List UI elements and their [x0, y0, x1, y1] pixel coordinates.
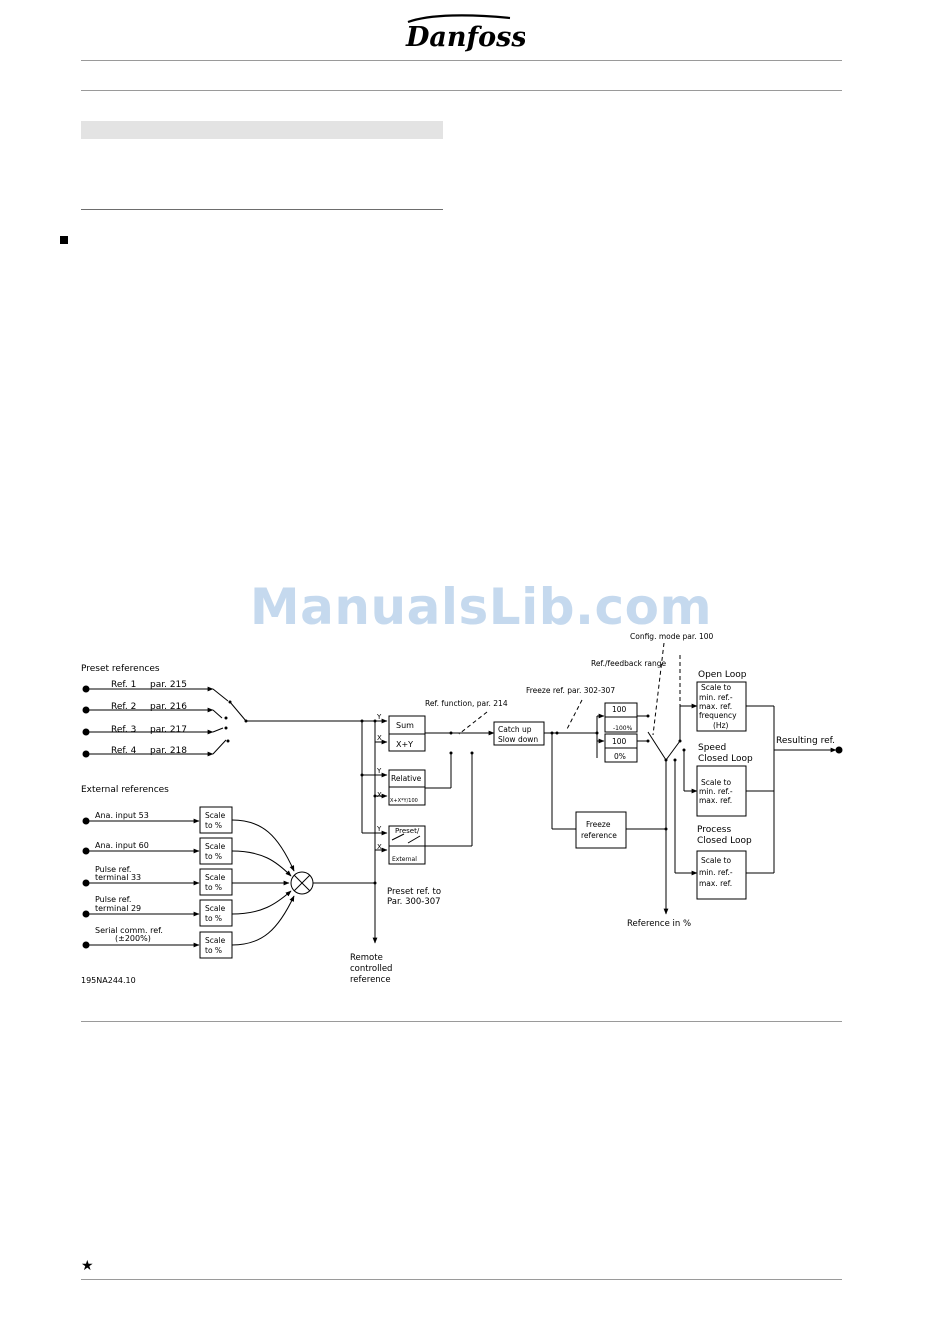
figure-id: 195NA244.10 [81, 976, 136, 985]
scale-box-3-b: to % [205, 883, 222, 892]
preset-par-4: par. 218 [150, 746, 187, 756]
y-label-relative: Y [376, 767, 382, 775]
preset-ref-4: Ref. 4 [111, 746, 137, 756]
preset-ref-3: Ref. 3 [111, 725, 136, 735]
sum-formula: X+Y [396, 740, 413, 749]
scale-box-1-a: Scale [205, 811, 226, 820]
open-box-2: min. ref.- [699, 693, 733, 702]
ext-pulse33-a: Pulse ref. [95, 865, 131, 874]
range-bot-a: 100 [612, 737, 627, 746]
scale-box-2-a: Scale [205, 842, 226, 851]
speed-box-1: Scale to [701, 778, 732, 787]
x-label-relative: X [377, 791, 382, 799]
sum-title: Sum [396, 721, 414, 730]
section-rule [81, 209, 443, 210]
remote-line-1: Remote [350, 953, 383, 963]
open-box-1: Scale to [701, 683, 732, 692]
ext-serial-a: Serial comm. ref. [95, 926, 163, 935]
reference-in-pct: Reference in % [627, 919, 691, 929]
scale-box-5-a: Scale [205, 936, 226, 945]
relative-formula: X+X*Y/100 [390, 798, 418, 804]
range-top-a: 100 [612, 705, 627, 714]
preset-ref-1: Ref. 1 [111, 680, 136, 690]
ext-ana-60: Ana. input 60 [95, 841, 149, 850]
scale-box-5-b: to % [205, 946, 222, 955]
preset-par-2: par. 216 [150, 702, 187, 712]
freeze-line-1: Freeze [586, 820, 611, 829]
x-label-preset: X [377, 843, 382, 851]
bullet-square [60, 236, 68, 244]
speed-box-2: min. ref.- [699, 787, 733, 796]
open-loop-label: Open Loop [698, 670, 747, 680]
ext-ana-53: Ana. input 53 [95, 811, 149, 820]
slow-down-label: Slow down [498, 735, 538, 744]
catch-up-label: Catch up [498, 725, 532, 734]
freeze-line-2: reference [581, 831, 617, 840]
ref-function-label: Ref. function, par. 214 [425, 699, 508, 708]
section-heading-bar [81, 121, 443, 139]
header-rule-top [81, 60, 842, 61]
footer-rule-top [81, 1021, 842, 1022]
config-mode-label: Config. mode par. 100 [630, 632, 714, 641]
scale-box-3-a: Scale [205, 873, 226, 882]
ref-feedback-label: Ref./feedback range [591, 659, 667, 668]
remote-line-2: controlled [350, 964, 392, 974]
scale-box-1-b: to % [205, 821, 222, 830]
star-icon: ★ [81, 1258, 94, 1274]
header-rule-bottom [81, 90, 842, 91]
y-label-preset: Y [376, 825, 382, 833]
ext-pulse29-a: Pulse ref. [95, 895, 131, 904]
speed-loop-1: Speed [698, 743, 726, 753]
logo-text: Danfoss [405, 22, 525, 53]
ext-pulse29-b: terminal 29 [95, 904, 141, 913]
preset-par-3: par. 217 [150, 725, 187, 735]
preset-ref-to-2: Par. 300-307 [387, 897, 441, 907]
freeze-ref-par-label: Freeze ref. par. 302-307 [526, 686, 615, 695]
process-loop-1: Process [697, 825, 731, 835]
process-box-2: min. ref.- [699, 868, 733, 877]
preset-ref-2: Ref. 2 [111, 702, 136, 712]
process-loop-2: Closed Loop [697, 836, 752, 846]
speed-box-3: max. ref. [699, 796, 732, 805]
range-bot-b: 0% [614, 752, 626, 761]
preset-ext-sub: External [392, 856, 417, 863]
danfoss-logo: Danfoss [405, 14, 525, 53]
scale-box-2-b: to % [205, 852, 222, 861]
scale-box-4-a: Scale [205, 904, 226, 913]
process-box-1: Scale to [701, 856, 732, 865]
preset-references-title: Preset references [81, 664, 160, 674]
remote-line-3: reference [350, 975, 391, 985]
preset-ref-to-1: Preset ref. to [387, 887, 441, 897]
y-label-sum: Y [376, 713, 382, 721]
ext-pulse33-b: terminal 33 [95, 873, 141, 882]
resulting-ref-label: Resulting ref. [776, 736, 835, 746]
process-box-3: max. ref. [699, 879, 732, 888]
watermark: ManualsLib.com [249, 578, 713, 636]
range-top-b: -100% [613, 725, 633, 732]
x-label-sum: X [377, 734, 382, 742]
external-references-title: External references [81, 785, 169, 795]
ext-serial-b: (±200%) [115, 934, 151, 943]
scale-box-4-b: to % [205, 914, 222, 923]
open-box-3: max. ref. [699, 702, 732, 711]
speed-loop-2: Closed Loop [698, 754, 753, 764]
open-box-4: frequency [699, 711, 737, 720]
preset-par-1: par. 215 [150, 680, 187, 690]
open-box-5: (Hz) [713, 721, 729, 730]
relative-title: Relative [391, 774, 422, 783]
footer-rule-bottom [81, 1279, 842, 1280]
preset-ext-title: Preset/ [395, 827, 420, 835]
